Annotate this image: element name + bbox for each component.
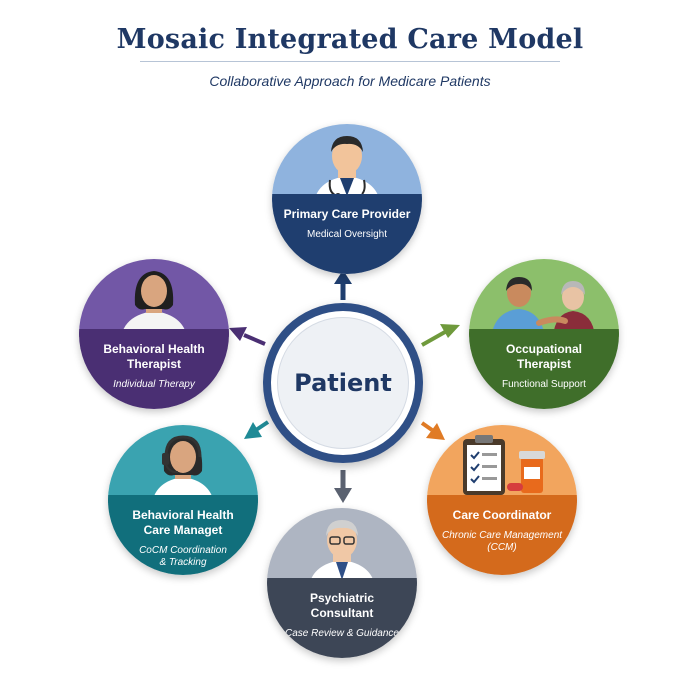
node-band: Occupational Therapist Functional Suppor… xyxy=(469,329,619,409)
node-band: Behavioral Health Care Managet CoCM Coor… xyxy=(108,495,258,575)
node-primary-care-provider[interactable]: Primary Care Provider Medical Oversight xyxy=(272,124,422,274)
node-role: Functional Support xyxy=(502,379,586,390)
node-role: Individual Therapy xyxy=(113,379,195,390)
node-band: Primary Care Provider Medical Oversight xyxy=(272,194,422,274)
node-role: Chronic Care Management (CCM) xyxy=(441,530,563,553)
clipboard-pills-icon xyxy=(427,425,577,503)
node-band: Behavioral Health Therapist Individual T… xyxy=(79,329,229,409)
node-psychiatric-consultant[interactable]: Psychiatric Consultant Case Review & Gui… xyxy=(267,508,417,658)
node-behavioral-health-care-manager[interactable]: Behavioral Health Care Managet CoCM Coor… xyxy=(108,425,258,575)
node-occupational-therapist[interactable]: Occupational Therapist Functional Suppor… xyxy=(469,259,619,409)
arrow-to-occupational-therapist xyxy=(421,324,460,347)
arrow-to-psychiatric-consultant xyxy=(334,470,352,503)
diagram-title: Mosaic Integrated Care Model xyxy=(116,24,584,55)
title-divider xyxy=(140,61,560,62)
psychiatrist-icon xyxy=(267,508,417,586)
node-name: Psychiatric Consultant xyxy=(309,591,375,620)
node-name: Behavioral Health Care Managet xyxy=(132,508,234,537)
diagram-subtitle: Collaborative Approach for Medicare Pati… xyxy=(209,73,491,89)
node-role: Medical Oversight xyxy=(306,229,388,240)
node-role: CoCM Coordination & Tracking xyxy=(139,545,227,568)
arrow-to-behavioral-health-therapist xyxy=(229,327,266,346)
doctor-icon xyxy=(272,124,422,202)
node-band: Care Coordinator Chronic Care Management… xyxy=(427,495,577,575)
therapist-helping-patient-icon xyxy=(469,259,619,337)
patient-node[interactable]: Patient xyxy=(277,317,409,449)
headset-care-manager-icon xyxy=(108,425,258,503)
therapist-icon xyxy=(79,259,229,337)
node-name: Behavioral Health Therapist xyxy=(103,342,205,371)
node-name: Occupational Therapist xyxy=(505,342,582,371)
patient-label: Patient xyxy=(294,369,392,397)
node-name: Primary Care Provider xyxy=(283,207,411,221)
node-care-coordinator[interactable]: Care Coordinator Chronic Care Management… xyxy=(427,425,577,575)
arrow-to-primary-care xyxy=(334,270,352,300)
node-behavioral-health-therapist[interactable]: Behavioral Health Therapist Individual T… xyxy=(79,259,229,409)
node-band: Psychiatric Consultant Case Review & Gui… xyxy=(267,578,417,658)
node-name: Care Coordinator xyxy=(452,508,552,522)
node-role: Case Review & Guidance xyxy=(285,628,399,639)
